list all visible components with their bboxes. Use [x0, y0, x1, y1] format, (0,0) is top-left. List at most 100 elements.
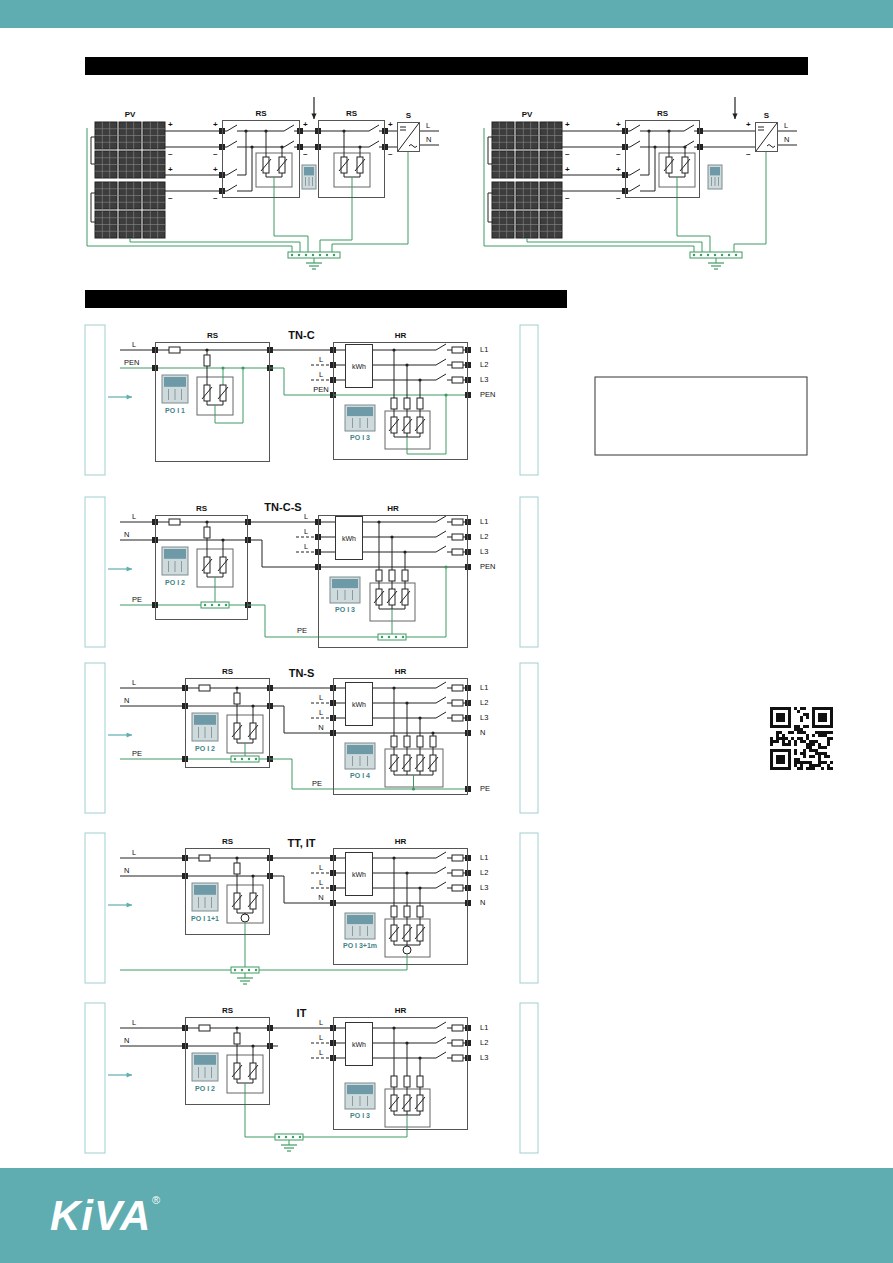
wire — [333, 733, 436, 734]
earth-bar — [225, 604, 227, 606]
pv-module — [516, 182, 538, 209]
qr-code — [827, 731, 830, 734]
qr-code — [782, 740, 785, 743]
terminal-label: L — [319, 1018, 323, 1027]
frame-band — [520, 497, 538, 647]
fuse-symbol — [199, 1025, 210, 1031]
wire — [270, 368, 333, 395]
qr-code — [809, 746, 812, 749]
qr-code — [827, 737, 830, 740]
qr-code — [785, 737, 788, 740]
product-icon — [198, 727, 199, 738]
varistor-symbol — [218, 387, 228, 399]
qr-code — [770, 737, 773, 740]
pv-module — [516, 188, 538, 189]
wire — [253, 909, 254, 913]
terminal-label: L1 — [480, 1023, 488, 1032]
product-icon — [192, 713, 218, 741]
pv-module — [540, 224, 562, 225]
polarity-label: – — [616, 149, 620, 158]
varistor-symbol — [355, 159, 365, 171]
pv-module — [516, 202, 538, 203]
wire — [333, 688, 345, 689]
product-label: PO I 2 — [165, 578, 185, 587]
connector-wire — [300, 131, 318, 132]
product-icon — [205, 1067, 206, 1078]
pv-module — [516, 128, 538, 129]
earth-symbol — [309, 265, 319, 266]
earth-symbol — [245, 973, 246, 978]
earth-bar — [248, 758, 250, 760]
wire — [407, 395, 446, 454]
pointer-arrow — [127, 1072, 132, 1077]
polarity-label: – — [168, 193, 172, 202]
qr-code — [800, 737, 803, 740]
wire — [223, 540, 224, 557]
varistor-symbol — [664, 159, 674, 171]
terminal-label: N — [124, 866, 129, 875]
product-icon — [337, 590, 338, 600]
frame-band — [85, 1003, 105, 1153]
qr-code — [821, 767, 824, 770]
wire — [373, 888, 436, 889]
switch-symbol — [436, 531, 446, 537]
wire — [303, 1127, 407, 1137]
wire — [253, 1046, 254, 1063]
terminal-block — [465, 549, 471, 555]
qr-code — [800, 719, 803, 722]
pv-module — [516, 135, 538, 136]
qr-code — [824, 734, 827, 737]
wire — [252, 147, 253, 191]
wire — [640, 147, 655, 148]
wire — [223, 573, 224, 577]
wire — [373, 703, 436, 704]
terminal-label: L — [319, 693, 323, 702]
earth-symbol — [289, 1140, 290, 1145]
product-icon — [347, 1085, 373, 1094]
pv-module — [119, 142, 141, 143]
qr-code — [818, 743, 821, 746]
wire — [562, 191, 625, 192]
meter-box: kWh — [335, 516, 363, 560]
pv-module — [95, 182, 117, 209]
terminal-label: L2 — [480, 1038, 488, 1047]
system-title: TT, IT — [287, 837, 315, 850]
box-heading: RS — [166, 837, 289, 847]
wire — [91, 193, 95, 222]
wire — [270, 1046, 278, 1047]
wire — [120, 368, 155, 369]
pv-module — [95, 231, 117, 232]
wire — [333, 873, 345, 874]
meter-label: kWh — [352, 362, 366, 371]
qr-code — [809, 740, 812, 743]
wire — [373, 1028, 436, 1029]
wire — [311, 1058, 333, 1059]
pv-module — [143, 164, 165, 165]
product-icon — [312, 177, 313, 186]
fuse-symbol — [452, 855, 463, 861]
earth-bar — [241, 758, 243, 760]
qr-code — [830, 767, 833, 770]
wire — [120, 1046, 185, 1047]
qr-code — [815, 740, 818, 743]
varistor-housing — [370, 583, 415, 621]
junction-dot — [444, 393, 447, 396]
pv-module — [95, 188, 117, 189]
earth-bar — [693, 254, 695, 256]
qr-code — [794, 707, 797, 710]
wire — [778, 131, 797, 132]
header-band — [0, 0, 893, 28]
terminal-label: L — [132, 340, 136, 349]
earth-bar — [255, 969, 257, 971]
product-icon — [347, 915, 373, 924]
qr-code — [821, 761, 824, 764]
pv-module — [492, 157, 514, 158]
fuse-symbol — [391, 906, 397, 917]
qr-code — [815, 731, 818, 734]
qr-code — [797, 767, 800, 770]
box-heading: RS — [606, 109, 719, 119]
polarity-label: – — [616, 193, 620, 202]
product-icon — [309, 177, 310, 186]
wire — [311, 718, 333, 719]
